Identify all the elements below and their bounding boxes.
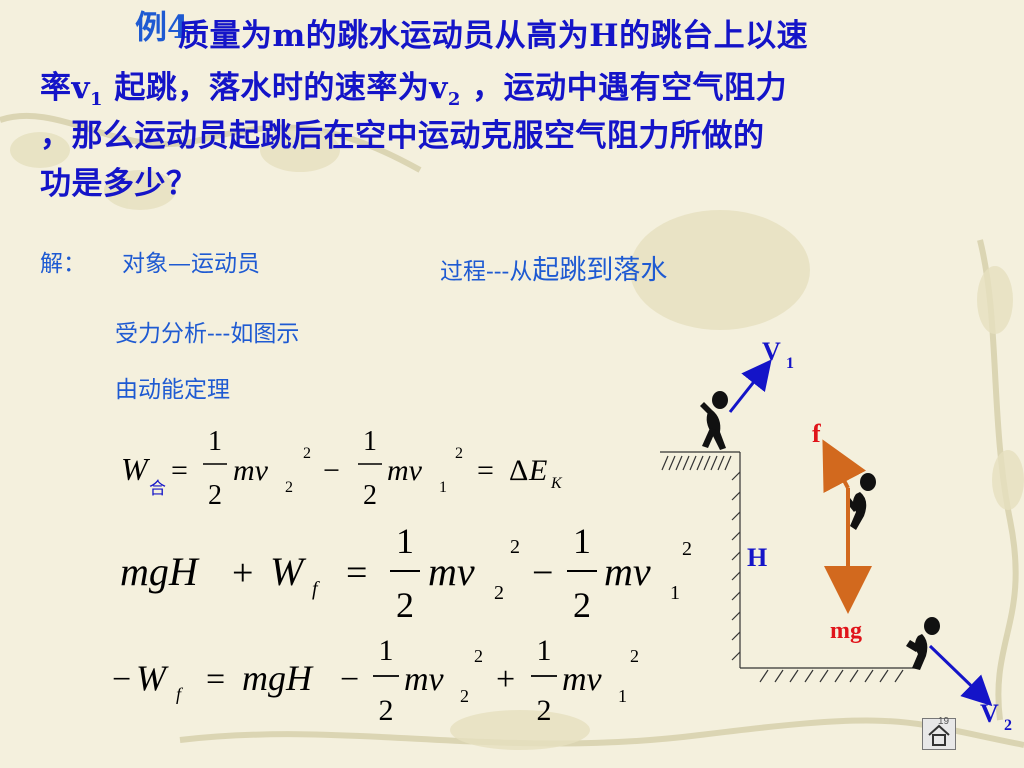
force-analysis-line: 受力分析---如图示	[115, 321, 300, 347]
eq1-E: E	[528, 454, 547, 487]
home-icon	[928, 724, 950, 746]
theorem-line: 由动能定理	[115, 377, 230, 403]
eq1-mv-b: mv	[387, 454, 423, 487]
eq2-minus: −	[532, 552, 553, 594]
mg-label: mg	[830, 618, 862, 644]
eq1-frac1-den: 2	[208, 480, 222, 511]
eq3-frac1-num: 1	[379, 634, 394, 667]
eq1-equals: =	[171, 454, 188, 487]
diver-mid-figure	[846, 473, 876, 530]
eq3-frac1-den: 2	[379, 694, 394, 727]
f-arrow	[822, 439, 867, 494]
f-label: f	[812, 419, 821, 448]
question-line-3: ，那么运动员起跳后在空中运动克服空气阻力所做的	[40, 118, 765, 154]
eq1-frac2-num: 1	[363, 426, 377, 457]
eq3-W: W	[136, 658, 169, 698]
eq1-pow-a: 2	[303, 445, 311, 462]
eq1-frac2-den: 2	[363, 480, 377, 511]
eq1-W: W	[121, 451, 151, 487]
eq2-plus: +	[232, 552, 253, 594]
height-label: H	[747, 543, 767, 572]
eq3-minus: −	[340, 661, 359, 698]
eq1-frac1-num: 1	[208, 426, 222, 457]
eq1-K: K	[550, 475, 563, 492]
eq2-f: f	[312, 578, 320, 600]
v2-sub: 2	[1004, 717, 1012, 734]
diver-top-figure	[700, 391, 728, 450]
eq3-equals: =	[206, 661, 225, 698]
question-line-2: 率v1 起跳，落水时的速率为v2 ，运动中遇有空气阻力	[40, 70, 788, 111]
v1-sub: 1	[786, 355, 794, 372]
equation-1: W 合 = 1 2 mv 2 2 − 1 2 mv 1 2 = Δ E K	[121, 426, 563, 511]
eq2-frac2-num: 1	[573, 521, 591, 561]
eq2-frac1-num: 1	[396, 521, 414, 561]
eq1-pow-b: 2	[455, 445, 463, 462]
eq2-pow-a: 2	[510, 536, 520, 558]
question-line-1: 质量为m的跳水运动员从高为H的跳台上以速	[178, 18, 809, 54]
eq3-mv-a: mv	[404, 661, 445, 698]
v1-label: V	[762, 337, 781, 366]
eq2-frac1-den: 2	[396, 585, 414, 625]
eq1-rhs-equals: =	[477, 454, 494, 487]
eq3-sub-1: 1	[618, 686, 627, 706]
process-line: 过程---从起跳到落水	[440, 255, 668, 286]
eq1-minus: −	[323, 454, 340, 487]
equation-3: − W f = mgH − 1 2 mv 2 2 + 1 2 mv 1 2	[112, 634, 639, 727]
v1-arrow	[728, 359, 772, 413]
eq2-sub-1: 1	[670, 582, 680, 604]
example-label: 例4	[135, 8, 190, 46]
eq2-mv-b: mv	[604, 549, 651, 594]
eq1-sub-1: 1	[439, 479, 447, 496]
v2-label: V	[980, 699, 999, 728]
eq3-pow-b: 2	[630, 646, 639, 666]
eq2-pow-b: 2	[682, 538, 692, 560]
eq2-mv-a: mv	[428, 549, 475, 594]
eq2-W: W	[270, 549, 307, 594]
eq3-frac2-den: 2	[537, 694, 552, 727]
object-line: 对象—运动员	[122, 251, 260, 277]
eq3-mgH: mgH	[242, 658, 314, 698]
eq1-sub-2: 2	[285, 479, 293, 496]
home-button[interactable]	[922, 718, 956, 750]
diver-diagram: V 1 f mg H V 2	[660, 337, 1012, 734]
question-line-4: 功是多少？	[40, 166, 198, 202]
platform	[660, 451, 920, 683]
eq2-sub-2: 2	[494, 582, 504, 604]
eq3-frac2-num: 1	[537, 634, 552, 667]
eq3-neg: −	[112, 661, 131, 698]
eq1-delta: Δ	[509, 454, 528, 487]
diver-bottom-figure	[906, 617, 940, 670]
v2-arrow	[928, 644, 993, 707]
eq3-f: f	[176, 684, 184, 704]
eq1-sub-he: 合	[149, 479, 166, 498]
eq3-mv-b: mv	[562, 661, 603, 698]
eq2-mgH: mgH	[120, 549, 200, 594]
page-number: 19	[938, 716, 950, 727]
solution-label: 解：	[40, 251, 86, 277]
eq3-plus: +	[496, 661, 515, 698]
eq2-frac2-den: 2	[573, 585, 591, 625]
equation-2: mgH + W f = 1 2 mv 2 2 − 1 2 mv 1 2	[120, 521, 692, 625]
eq1-mv-a: mv	[233, 454, 269, 487]
eq3-pow-a: 2	[474, 646, 483, 666]
eq3-sub-2: 2	[460, 686, 469, 706]
eq2-equals: =	[346, 552, 367, 594]
